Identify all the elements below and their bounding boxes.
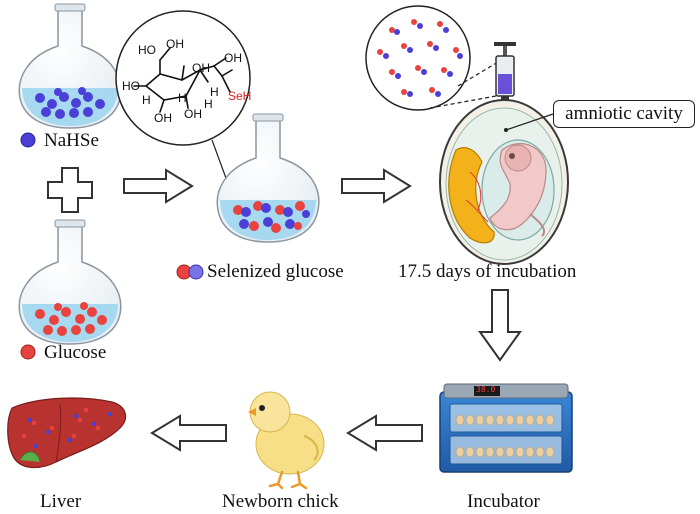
molecule-label-seh: SeH: [228, 89, 252, 103]
liver-image: [7, 397, 127, 469]
molecule-label-oh: OH: [166, 37, 184, 51]
label-incubation-time: 17.5 days of incubation: [398, 261, 577, 282]
label-amniotic-cavity: amniotic cavity: [553, 100, 695, 128]
label-glucose: Glucose: [44, 342, 107, 363]
arrow-down: [478, 289, 522, 362]
glucose-legend-dot: [20, 344, 36, 360]
arrow-right-1: [123, 168, 194, 204]
molecule-label-ho: HO: [122, 79, 140, 93]
incubator-image: [439, 383, 573, 473]
arrow-left-2: [150, 414, 227, 452]
callout-leader: [505, 113, 554, 131]
nahse-particles: [35, 87, 105, 119]
molecule-label-h: H: [204, 97, 213, 111]
label-selenized-glucose: Selenized glucose: [207, 261, 344, 282]
glucose-particles: [35, 302, 107, 336]
label-nahse: NaHSe: [44, 130, 99, 151]
molecule-structure: [115, 10, 251, 146]
molecule-label-h: H: [142, 93, 151, 107]
syringe: [494, 42, 516, 116]
molecule-label-ho: HO: [138, 43, 156, 57]
molecule-label-h: H: [210, 85, 219, 99]
incubator-display: 38.0: [476, 385, 496, 394]
plus-sign: [47, 167, 93, 213]
molecule-label-oh: OH: [154, 111, 172, 125]
egg-embryo: [439, 99, 569, 265]
label-incubator: Incubator: [467, 491, 540, 512]
selenized-legend-dots: [176, 264, 204, 280]
chick-image: [248, 391, 325, 490]
molecule-label-oh: OH: [192, 61, 210, 75]
selenized-particles: [233, 201, 310, 233]
arrow-right-2: [341, 168, 412, 204]
particles-connector: [457, 61, 499, 87]
label-liver: Liver: [40, 491, 82, 512]
molecule-label-oh: OH: [184, 107, 202, 121]
nahse-legend-dot: [20, 132, 36, 148]
molecule-label-oh: OH: [224, 51, 242, 65]
molecule-label-h: H: [178, 91, 187, 105]
injection-particles-circle: [365, 5, 471, 111]
label-newborn-chick: Newborn chick: [222, 491, 339, 512]
flask-nahse: [18, 3, 122, 129]
flask-glucose: [18, 219, 122, 345]
flask-selenized: [216, 113, 320, 243]
arrow-left-1: [346, 414, 423, 452]
